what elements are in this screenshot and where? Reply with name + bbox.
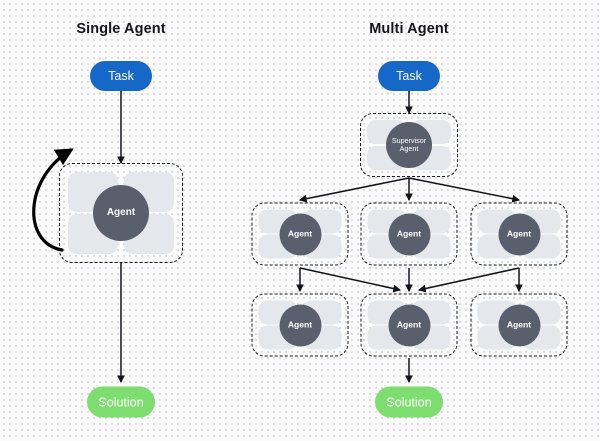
multi-agent-box-b3[interactable]: Agent [470,293,568,357]
supervisor-label-line1: Supervisor [391,136,427,146]
edge-agent-3-to-agent-5 [417,267,520,293]
multi-agent-box-b2[interactable]: Agent [360,293,458,357]
multi-agent-core-m1[interactable]: Agent [279,213,321,255]
multi-agent-core-m3[interactable]: Agent [498,213,540,255]
single-agent-box[interactable]: Agent [59,163,183,263]
single-agent-core[interactable]: Agent [93,185,149,241]
panel-title-single-agent: Single Agent [76,21,166,37]
multi-agent-core-b1[interactable]: Agent [279,304,321,346]
supervisor-agent-box[interactable]: Supervisor Agent [360,113,458,177]
multi-agent-core-b3[interactable]: Agent [498,304,540,346]
multi-solution-node[interactable]: Solution [375,386,443,418]
multi-agent-box-m3[interactable]: Agent [470,202,568,266]
single-solution-node[interactable]: Solution [87,386,155,418]
multi-agent-core-b2[interactable]: Agent [388,304,430,346]
supervisor-agent-core[interactable]: Supervisor Agent [386,122,432,168]
edge-agent-feedback-loop [32,148,74,252]
multi-task-node[interactable]: Task [378,61,440,91]
multi-agent-box-m1[interactable]: Agent [251,202,349,266]
edge-agent-1-to-agent-5 [299,267,402,293]
edge-supervisor-to-agent-3 [408,177,521,203]
supervisor-label-line2: Agent [399,144,419,153]
multi-agent-core-m2[interactable]: Agent [388,213,430,255]
multi-agent-box-m2[interactable]: Agent [360,202,458,266]
edge-supervisor-to-agent-1 [298,177,410,203]
panel-title-multi-agent: Multi Agent [369,21,449,37]
single-task-node[interactable]: Task [90,61,152,91]
multi-agent-box-b1[interactable]: Agent [251,293,349,357]
